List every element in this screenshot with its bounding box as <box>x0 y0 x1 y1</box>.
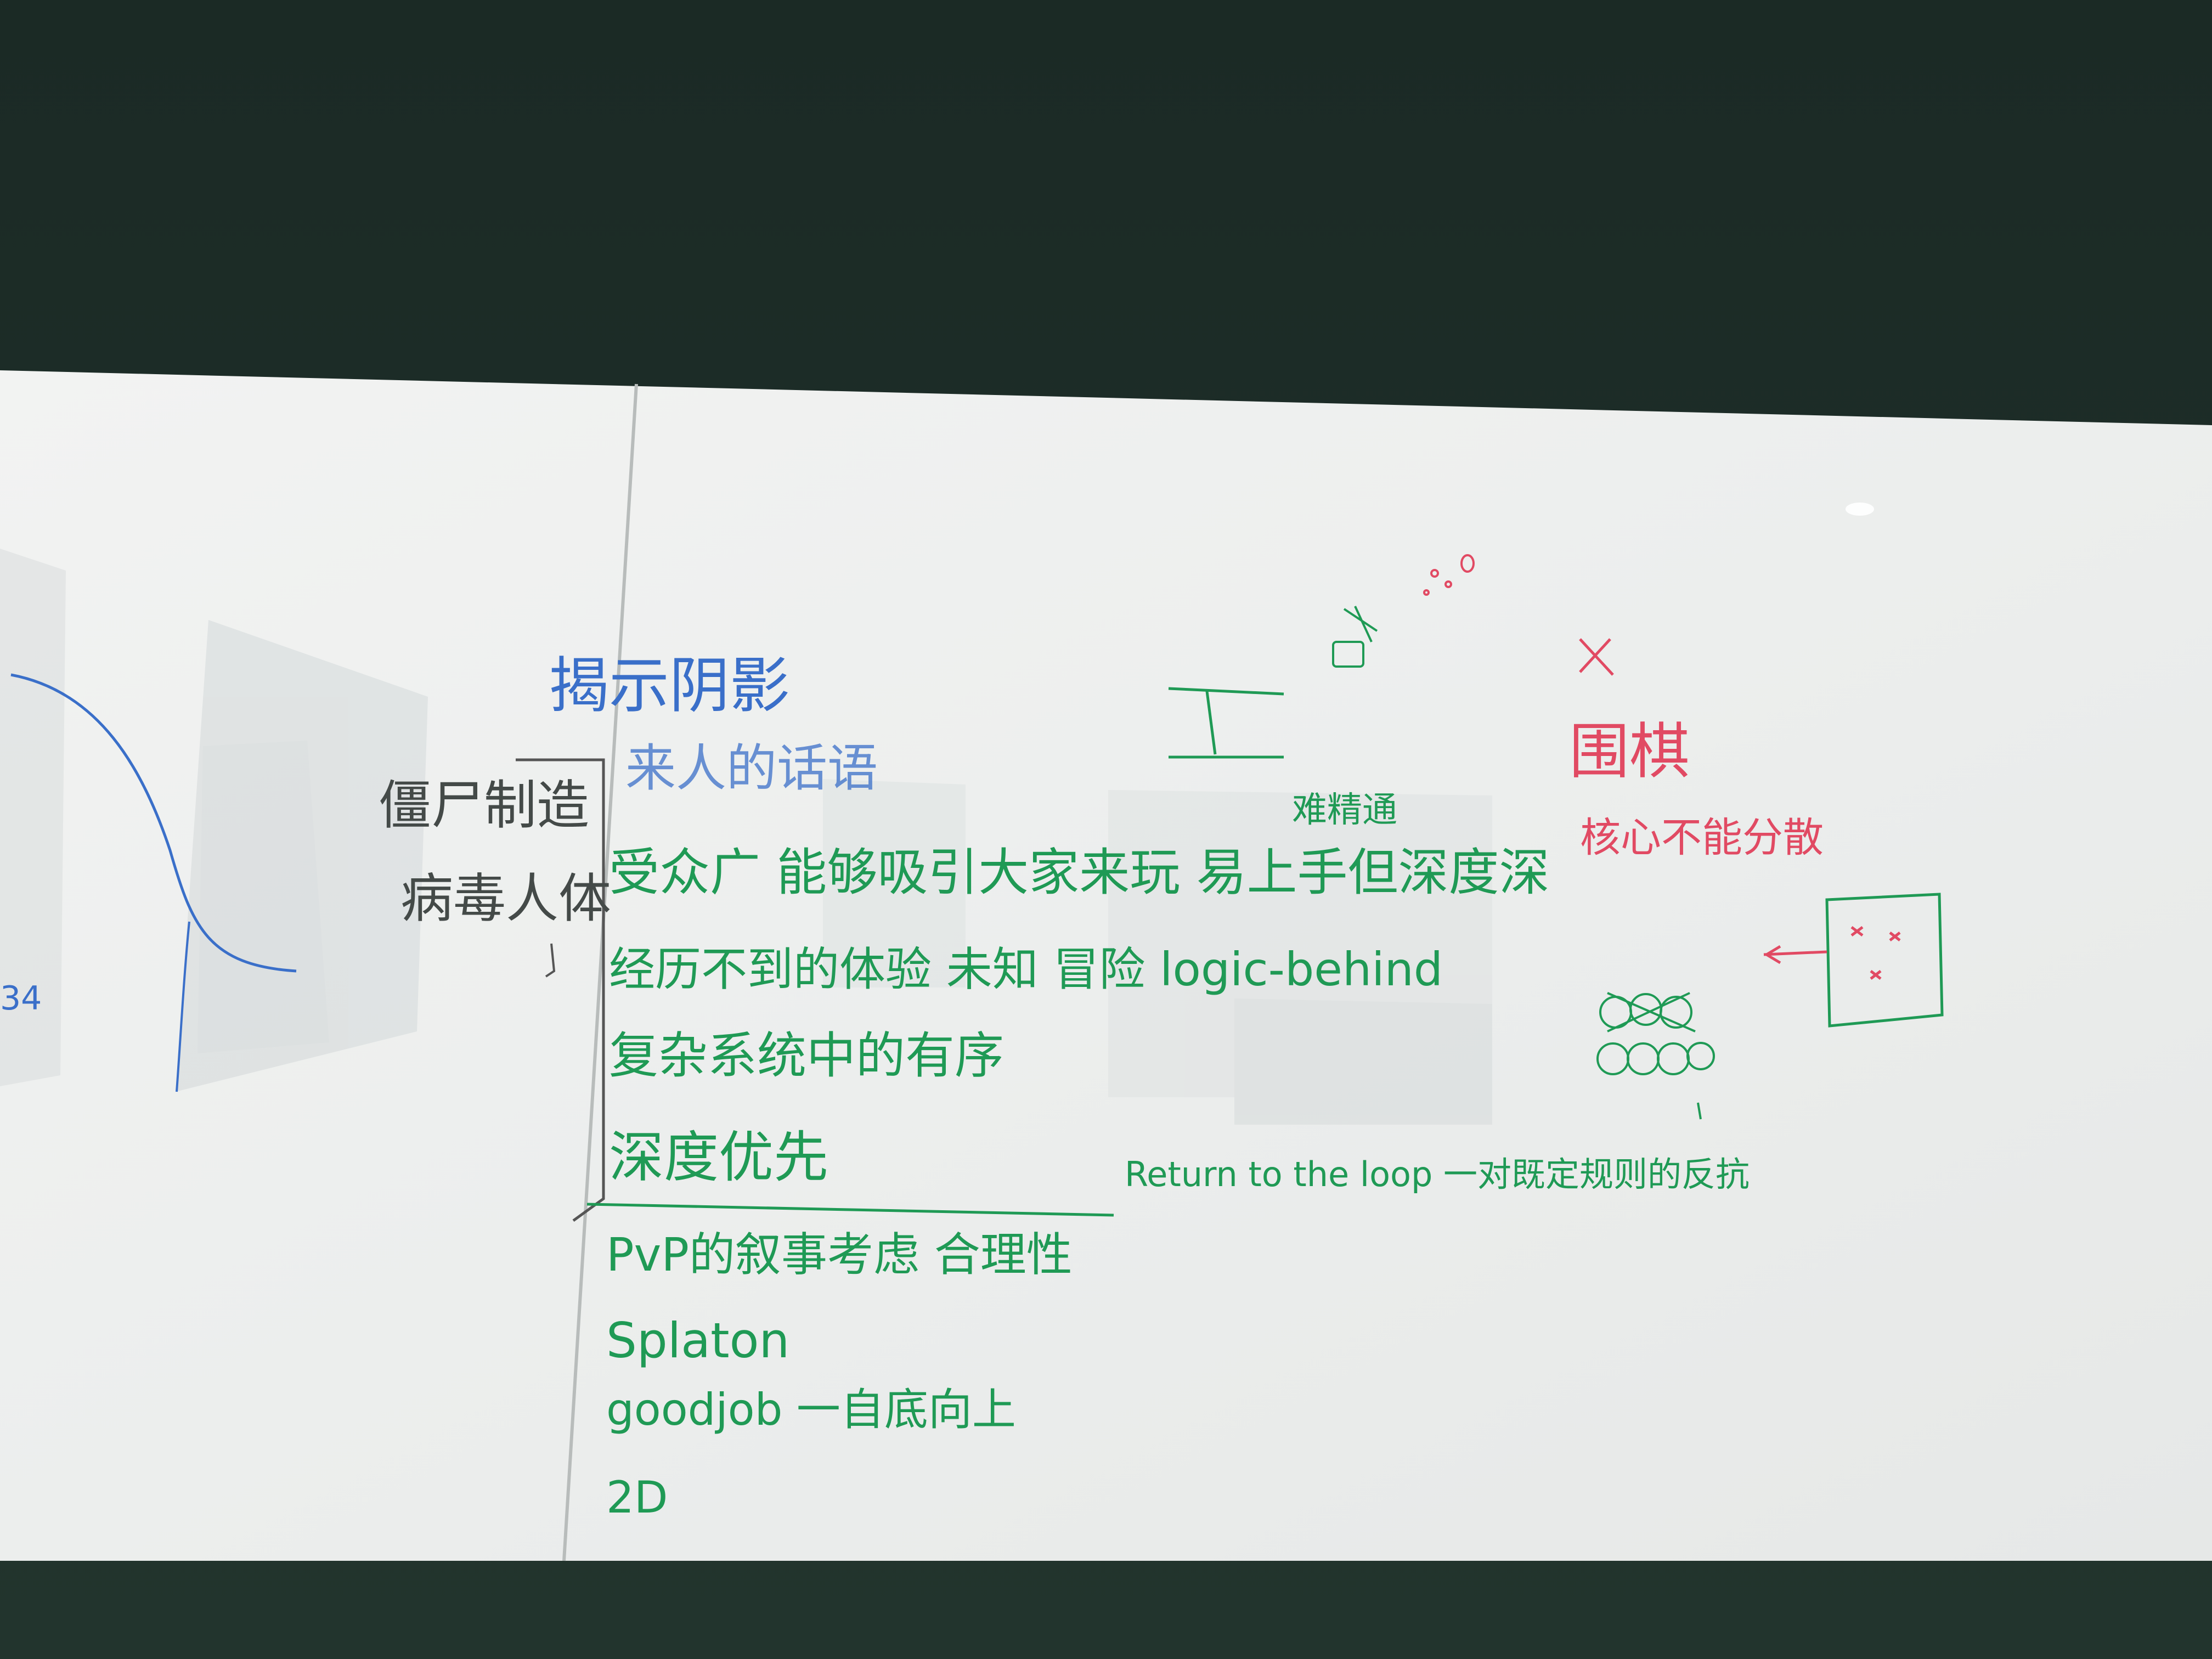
return-note: Return to the loop 一对既定规则的反抗 <box>1125 1154 1750 1194</box>
black-box-line1: 僵尸制造 <box>379 775 589 836</box>
blue-subtitle: 来人的话语 <box>625 739 878 798</box>
red-title: 围棋 <box>1569 716 1690 787</box>
whiteboard-panel <box>0 370 2212 1561</box>
green-list-item-3: 复杂系统中的有序 <box>609 1027 1004 1085</box>
green-list-item-2: 经历不到的体验 未知 冒险 logic-behind <box>609 943 1443 996</box>
bottom-list-item-3: goodjob 一自底向上 <box>606 1384 1016 1435</box>
blue-vertical-line <box>176 921 190 1092</box>
green-list-item-4: 深度优先 <box>609 1125 828 1189</box>
black-bracket <box>516 758 605 1222</box>
target-box-sketch <box>1763 893 1944 1028</box>
green-list-item-1: 受众广 能够吸引大家来玩 易上手但深度深 <box>609 843 1550 902</box>
bottom-list-item-2: Splaton <box>606 1312 790 1369</box>
blue-margin-mark: 34 <box>0 979 42 1018</box>
panel-seam <box>562 383 638 1561</box>
cross-mark <box>1579 638 1614 676</box>
bottom-list-item-4: 2D <box>606 1472 668 1523</box>
green-divider <box>586 1203 1114 1217</box>
red-note: 核心不能分散 <box>1580 814 1824 861</box>
circle-group-sketch <box>1596 992 1715 1120</box>
window-reflections <box>0 549 1492 1125</box>
difficulty-note: 难精通 <box>1292 790 1397 831</box>
hourglass-sketch <box>1168 687 1284 759</box>
face-doodle <box>1332 606 1378 668</box>
dot-marks <box>1423 554 1475 596</box>
black-corner-mark <box>545 943 556 978</box>
blue-curve <box>10 673 297 973</box>
light-reflection <box>1846 503 1874 516</box>
blue-title: 揭示阴影 <box>549 651 790 721</box>
black-box-line2: 病毒人体 <box>400 868 611 929</box>
bottom-list-item-1: PvP的叙事考虑 合理性 <box>606 1228 1073 1282</box>
